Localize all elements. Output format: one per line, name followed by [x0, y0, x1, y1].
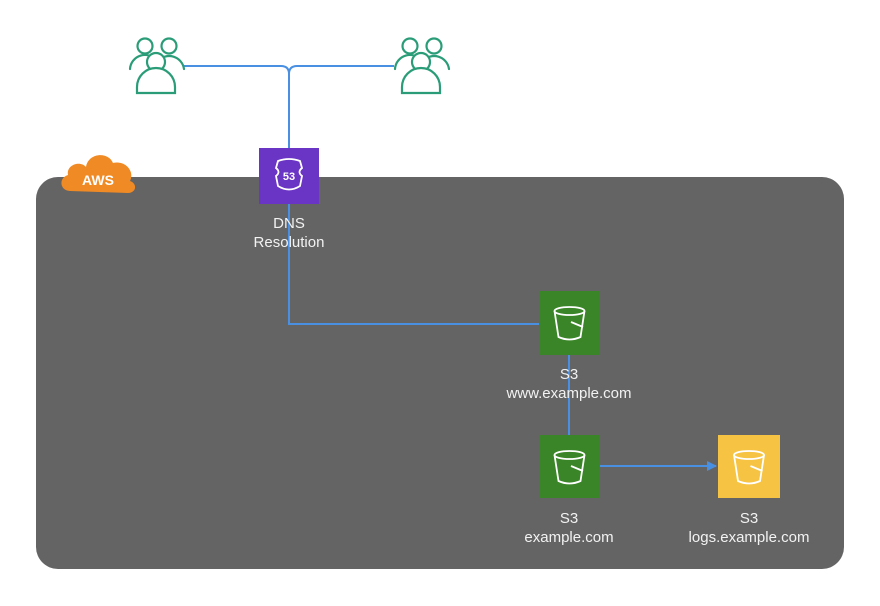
s3-logs-label-line2: logs.example.com	[688, 529, 810, 546]
dns-label-line2: Resolution	[253, 234, 325, 251]
s3-www-label-line1: S3	[559, 366, 579, 383]
aws-cloud-badge: AWS	[61, 155, 136, 193]
connector-dns-to-www	[288, 202, 539, 325]
users-group-left	[128, 37, 186, 95]
s3-root-tile	[539, 435, 600, 498]
aws-label: AWS	[82, 172, 114, 188]
connectors	[184, 65, 717, 471]
route53-badge-text: 53	[283, 171, 295, 183]
s3-root-label: S3 example.com	[479, 509, 659, 547]
s3-logs-label-line1: S3	[739, 510, 759, 527]
aws-cloud-icon	[61, 155, 136, 193]
s3-www-label: S3 www.example.com	[479, 365, 659, 403]
connector-users	[184, 65, 394, 150]
users-icon	[393, 37, 451, 95]
s3-bucket-icon	[553, 450, 586, 485]
s3-logs-tile	[718, 435, 780, 498]
dns-node[interactable]: 53	[259, 148, 319, 204]
aws-region	[36, 177, 844, 569]
s3-bucket-icon	[733, 450, 765, 485]
s3-logs-node[interactable]	[718, 435, 780, 498]
route53-tile	[259, 148, 319, 204]
dns-label-line1: DNS	[273, 215, 305, 232]
s3-root-label-line1: S3	[559, 510, 579, 527]
s3-www-node[interactable]	[539, 291, 600, 355]
users-icon	[128, 37, 186, 95]
s3-bucket-icon	[553, 306, 586, 341]
s3-logs-label: S3 logs.example.com	[659, 509, 839, 547]
route53-icon: 53	[274, 158, 304, 191]
s3-root-label-line2: example.com	[524, 529, 614, 546]
s3-www-tile	[539, 291, 600, 355]
s3-www-label-line2: www.example.com	[506, 385, 632, 402]
users-group-right	[393, 37, 451, 95]
s3-root-node[interactable]	[539, 435, 600, 498]
dns-node-label: DNS Resolution	[229, 214, 349, 252]
